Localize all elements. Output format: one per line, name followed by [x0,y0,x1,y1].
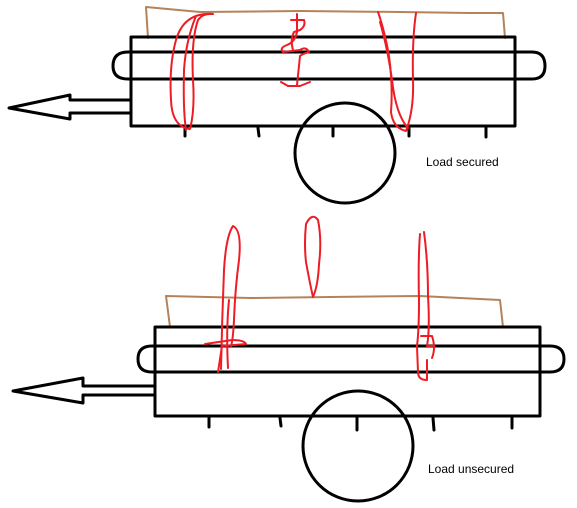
trailer-secured: Load secured [7,6,547,205]
trailer-unsecured: Load unsecured [11,215,566,503]
strap-right [377,11,417,132]
side-rail [111,50,547,81]
tow-hitch-arrow [7,93,133,121]
side-rail [136,344,566,374]
caption-secured: Load secured [426,155,499,169]
load-outline [165,295,504,328]
bed-ticks [183,126,488,139]
wheel [293,101,397,205]
strap-right [416,231,435,381]
wheel [301,389,415,503]
tow-hitch-arrow [11,376,157,405]
strap-left [204,225,247,373]
trailer-bed [129,35,517,128]
strap-left [169,12,214,131]
strap-middle [280,13,311,87]
load-outline [145,6,506,39]
caption-unsecured: Load unsecured [428,462,514,476]
bed-ticks [207,416,514,432]
strap-middle [304,215,322,298]
